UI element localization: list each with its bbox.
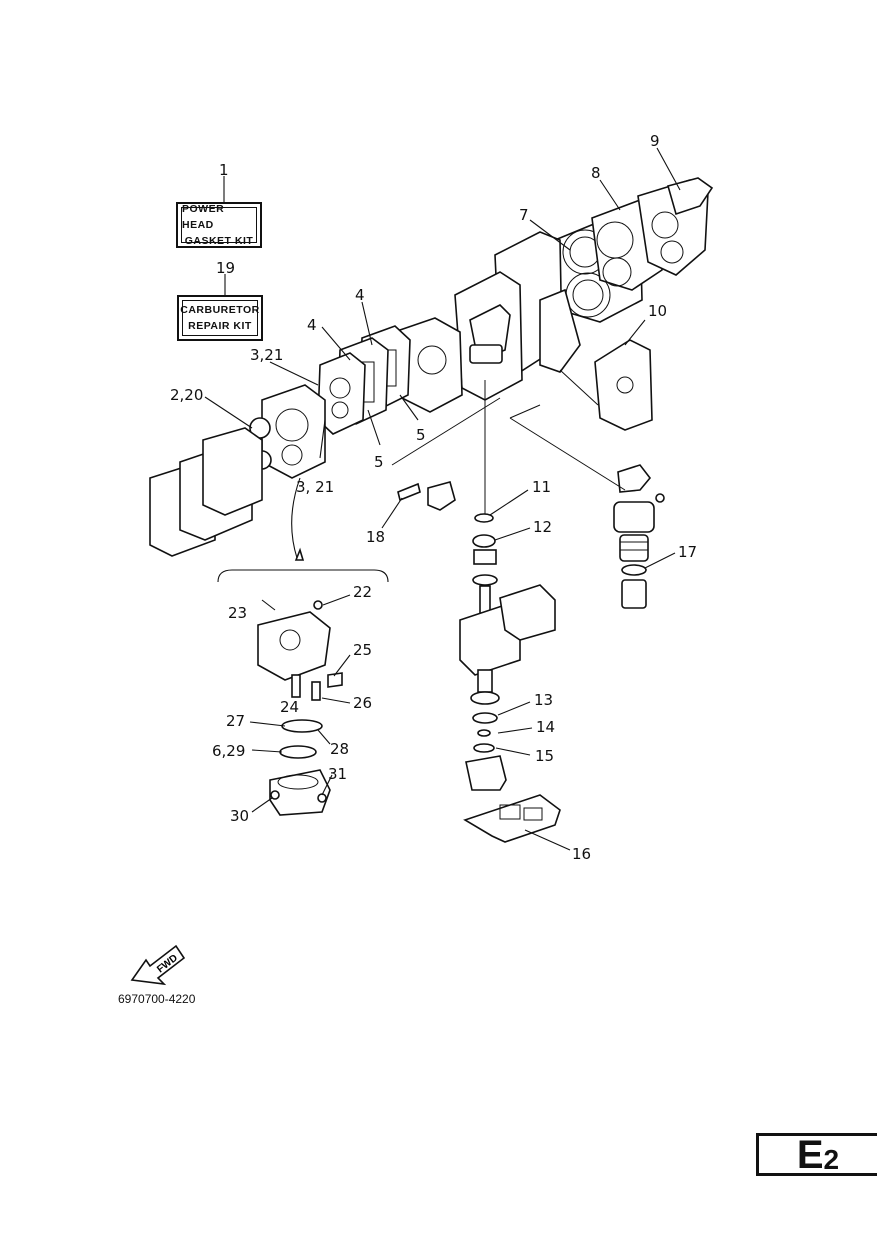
callout-26: 26: [353, 694, 372, 712]
page-tab: E 2: [756, 1133, 877, 1176]
leader-lines: [204, 147, 681, 851]
callout-3-21-lower: 3, 21: [296, 478, 334, 496]
callout-numbers: 1 19 2,20 3,21 3, 21 4 4 5 5 7 8 9 10 11…: [170, 132, 697, 863]
power-head-gasket-kit-label: POWER HEAD GASKET KIT: [176, 202, 262, 248]
callout-14: 14: [536, 718, 555, 736]
kit-line-1: CARBURETOR: [180, 304, 260, 316]
callout-3-21-upper: 3,21: [250, 346, 283, 364]
callout-5-lower: 5: [374, 453, 384, 471]
fwd-arrow: FWD: [130, 944, 186, 986]
callout-24: 24: [280, 698, 299, 716]
callout-25: 25: [353, 641, 372, 659]
callout-13: 13: [534, 691, 553, 709]
kit-line-2: GASKET KIT: [184, 235, 254, 247]
callout-15: 15: [535, 747, 554, 765]
cylinder-block: [454, 231, 581, 401]
page-tab-number: 2: [823, 1143, 840, 1175]
callout-12: 12: [533, 518, 552, 536]
kit-line-1: POWER HEAD: [182, 203, 225, 231]
callout-6-29: 6,29: [212, 742, 245, 760]
fuel-pump: [613, 464, 665, 609]
callout-31: 31: [328, 765, 347, 783]
callout-9: 9: [650, 132, 660, 150]
page-tab-letter: E: [796, 1132, 824, 1177]
callout-17: 17: [678, 543, 697, 561]
callout-18: 18: [366, 528, 385, 546]
callout-28: 28: [330, 740, 349, 758]
lower-housing-group: [217, 569, 389, 816]
catalog-number: 6970700-4220: [118, 992, 196, 1006]
carburetor-repair-kit-label: CARBURETOR REPAIR KIT: [177, 295, 263, 341]
callout-27: 27: [226, 712, 245, 730]
callout-1: 1: [219, 161, 229, 179]
callout-4-left: 4: [307, 316, 317, 334]
callout-5-upper: 5: [416, 426, 426, 444]
cover-gasket: [397, 481, 456, 511]
callout-19: 19: [216, 259, 235, 277]
callout-8: 8: [591, 164, 601, 182]
callout-2-20: 2,20: [170, 386, 203, 404]
callout-7: 7: [519, 206, 529, 224]
callout-10: 10: [648, 302, 667, 320]
intake-manifold: [317, 317, 463, 435]
callout-22: 22: [353, 583, 372, 601]
callout-16: 16: [572, 845, 591, 863]
side-plate: [594, 339, 653, 431]
callout-30: 30: [230, 807, 249, 825]
crankshaft-assembly: [459, 380, 561, 843]
callout-11: 11: [532, 478, 551, 496]
silencer-cover: [149, 427, 263, 557]
callout-23: 23: [228, 604, 247, 622]
callout-4-right: 4: [355, 286, 365, 304]
kit-line-2: REPAIR KIT: [188, 320, 252, 332]
assembly-lines: [291, 369, 626, 561]
exhaust-cover-group: [554, 177, 714, 323]
